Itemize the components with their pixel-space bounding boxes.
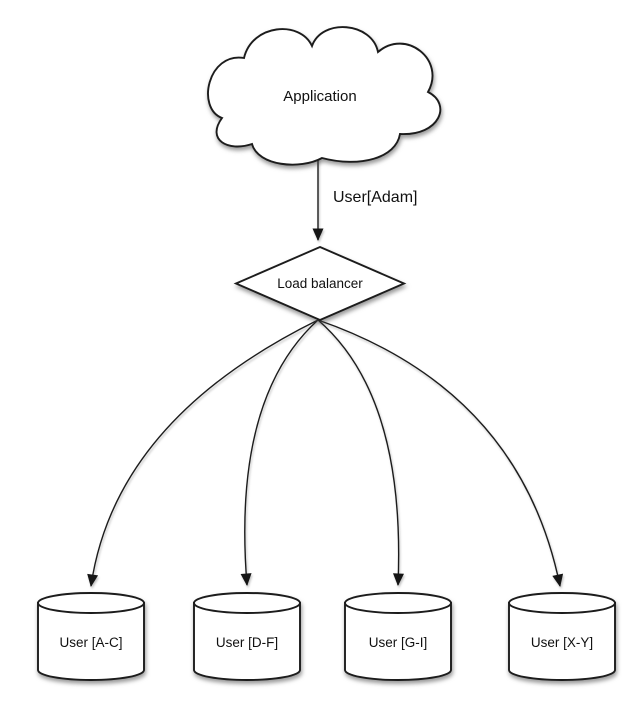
load-balancer-node: Load balancer <box>233 245 407 322</box>
cylinder-top <box>344 592 452 614</box>
cylinder-body <box>344 602 452 681</box>
shard-label-4: User [X-Y] <box>531 635 593 650</box>
shard-node-4: User [X-Y] <box>508 592 616 681</box>
edges-lb-to-shards <box>87 319 564 587</box>
lb-to-shard-3-arrow <box>317 319 404 586</box>
cylinder-top <box>37 592 145 614</box>
application-cloud-node: Application <box>207 26 442 166</box>
lb-to-shard-4-arrow <box>317 319 564 587</box>
cylinder-body <box>193 602 301 681</box>
cloud-shape <box>207 26 442 166</box>
cylinder-top <box>193 592 301 614</box>
shard-node-3: User [G-I] <box>344 592 452 681</box>
lb-to-shard-2-arrow <box>240 319 319 586</box>
shard-node-2: User [D-F] <box>193 592 301 681</box>
shard-label-1: User [A-C] <box>59 635 122 650</box>
shard-label-2: User [D-F] <box>216 635 278 650</box>
cylinder-body <box>37 602 145 681</box>
application-label: Application <box>283 88 356 105</box>
cylinder-body <box>508 602 616 681</box>
shard-label-3: User [G-I] <box>369 635 428 650</box>
load-balancer-label: Load balancer <box>277 276 363 291</box>
diamond-shape <box>233 245 407 322</box>
shard-node-1: User [A-C] <box>37 592 145 681</box>
lb-to-shard-1-arrow <box>87 319 319 587</box>
edge-user-adam-label: User[Adam] <box>333 189 417 206</box>
cylinder-top <box>508 592 616 614</box>
